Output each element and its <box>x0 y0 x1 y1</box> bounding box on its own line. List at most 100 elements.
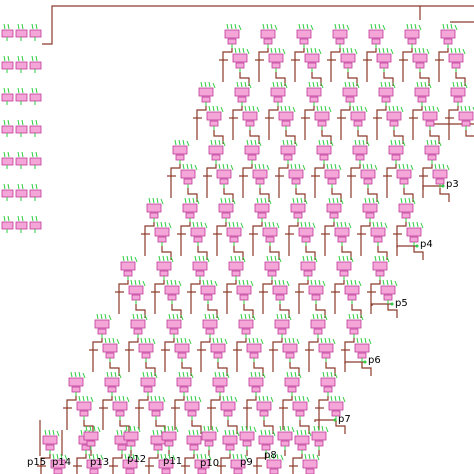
cell-carry <box>303 270 313 277</box>
cell-body <box>280 145 296 155</box>
input-pin <box>354 48 358 55</box>
input-pin <box>170 256 174 263</box>
cell-carry <box>149 212 159 219</box>
sum-wire <box>315 304 326 318</box>
sum-wire <box>393 130 404 144</box>
cell-carry <box>157 236 167 243</box>
carry-wire <box>256 454 267 474</box>
cell-carry <box>275 294 285 301</box>
input-pin <box>142 371 145 378</box>
input-pin <box>128 453 131 460</box>
input-pin <box>168 222 172 229</box>
cell-body <box>320 377 336 387</box>
adder-cell-sub <box>396 163 414 188</box>
carry-wire <box>288 222 299 256</box>
sum-wire <box>341 246 352 260</box>
bank-input-pin <box>7 119 10 126</box>
cell-carry <box>79 410 89 417</box>
input-pin <box>172 454 176 461</box>
cell-carry <box>363 178 373 185</box>
cell-body <box>290 203 306 213</box>
input-pin <box>354 139 357 146</box>
input-pin <box>89 425 92 432</box>
cell-body <box>198 87 214 97</box>
input-pin <box>296 197 299 204</box>
cell-carry <box>221 212 231 219</box>
carry-wire <box>282 396 293 430</box>
adder-cell-sub <box>282 337 300 362</box>
input-pin <box>200 221 203 228</box>
input-pin <box>406 23 409 30</box>
input-pin <box>342 255 345 262</box>
cell-carry <box>415 62 425 69</box>
adder-cell-sub <box>206 105 224 130</box>
adder-cell-sub <box>304 47 322 72</box>
bank-input-pin <box>17 87 20 94</box>
cell-body <box>404 29 420 39</box>
input-pin <box>176 313 179 320</box>
input-pin <box>226 163 229 170</box>
cell-body <box>316 145 332 155</box>
adder-cell-sub <box>278 105 296 130</box>
cell-carry <box>417 96 427 103</box>
cell-carry <box>391 154 401 161</box>
cell-body <box>262 227 278 237</box>
input-pin <box>312 81 315 88</box>
adder-cell-sub <box>164 279 182 304</box>
cell-body <box>216 169 232 179</box>
input-pin <box>304 198 308 205</box>
input-pin <box>264 221 267 228</box>
cell-carry <box>211 154 221 161</box>
bank-input-pin <box>7 151 10 158</box>
cell-carry <box>251 386 261 393</box>
cell-carry <box>335 38 345 45</box>
cell-carry <box>245 120 255 127</box>
input-pin <box>208 313 211 320</box>
input-pin <box>272 81 275 88</box>
cell-body <box>336 261 352 271</box>
adder-cell-sub <box>422 105 440 130</box>
cell-carry <box>281 120 291 127</box>
input-pin <box>175 426 179 433</box>
output-terminal <box>390 302 394 306</box>
input-pin <box>244 81 247 88</box>
input-pin <box>136 313 139 320</box>
input-pin <box>328 197 331 204</box>
cell-body <box>112 401 128 411</box>
adder-cell <box>212 371 230 396</box>
input-pin <box>338 164 342 171</box>
sum-wire <box>387 304 398 318</box>
input-pin <box>270 396 274 403</box>
input-pin <box>278 279 281 286</box>
input-pin <box>186 395 189 402</box>
input-pin <box>190 372 194 379</box>
input-pin <box>406 163 409 170</box>
input-pin <box>390 279 393 286</box>
adder-cell <box>284 371 302 396</box>
cell-body <box>50 459 66 469</box>
cell-carry <box>153 444 163 451</box>
cell-carry <box>167 294 177 301</box>
input-pin <box>374 255 377 262</box>
cell-carry <box>283 154 293 161</box>
input-pin <box>316 313 319 320</box>
bank-input-pin <box>31 87 34 94</box>
adder-cell-sub <box>232 47 250 72</box>
input-pin <box>356 313 359 320</box>
input-pin <box>204 313 207 320</box>
input-pin <box>70 371 73 378</box>
bank-cell <box>29 29 42 38</box>
carry-wire <box>190 280 201 314</box>
cell-carry <box>203 294 213 301</box>
adder-cell <box>424 139 442 164</box>
bank-input-pin <box>3 87 6 94</box>
input-pin <box>321 425 324 432</box>
output-label-p5: p5 <box>395 298 408 309</box>
cell-carry <box>151 410 161 417</box>
cell-carry <box>277 328 287 335</box>
input-pin <box>196 198 200 205</box>
carry-wire <box>76 454 87 474</box>
wire-layer <box>37 5 474 474</box>
input-pin <box>212 313 215 320</box>
input-pin <box>278 256 282 263</box>
